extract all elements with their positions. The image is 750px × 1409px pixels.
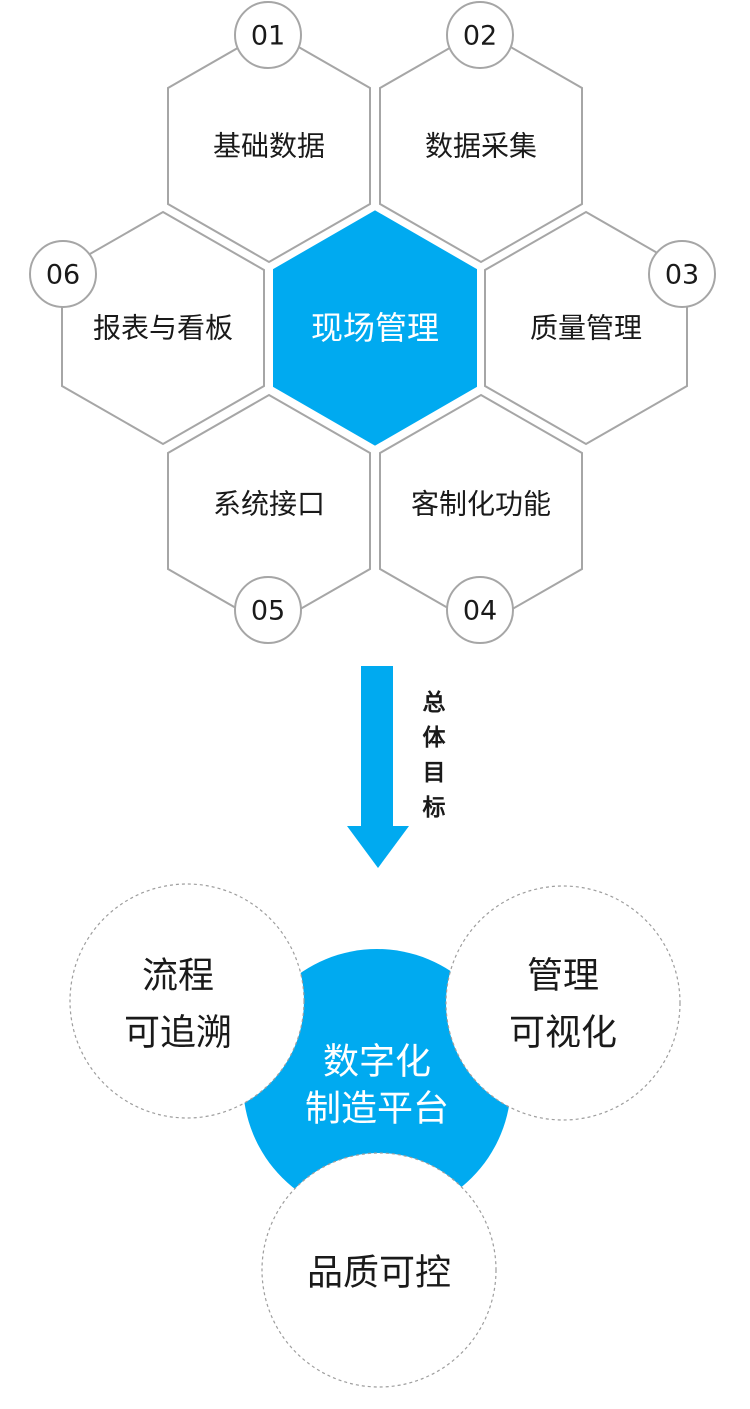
number-badge-03-text: 03 — [665, 260, 699, 291]
visual-management-circle — [446, 886, 680, 1120]
goal-char-4: 标 — [423, 795, 446, 821]
traceable-process-line1: 流程 — [142, 956, 214, 997]
visual-management-line1: 管理 — [527, 956, 599, 997]
number-badge-05: 05 — [235, 577, 301, 643]
platform-center-line1: 数字化 — [323, 1042, 431, 1083]
hex-reports-dashboards-label: 报表与看板 — [93, 312, 233, 345]
goal-char-1: 总 — [423, 689, 446, 716]
hex-quality-management: 质量管理 — [485, 212, 687, 444]
hex-data-collection-label: 数据采集 — [425, 130, 537, 163]
number-badge-01-text: 01 — [251, 21, 285, 52]
down-arrow-icon — [347, 666, 409, 868]
number-badge-04-text: 04 — [463, 596, 497, 627]
overall-goal-label: 总 体 目 标 — [423, 689, 447, 821]
number-badge-02-text: 02 — [463, 21, 497, 52]
number-badge-06-text: 06 — [46, 260, 80, 291]
traceable-process-line2: 可追溯 — [124, 1013, 232, 1054]
number-badge-02: 02 — [447, 2, 513, 68]
number-badge-01: 01 — [235, 2, 301, 68]
traceable-process-circle — [70, 884, 304, 1118]
number-badge-06: 06 — [30, 241, 96, 307]
visual-management-line2: 可视化 — [509, 1013, 617, 1054]
hex-site-management-label: 现场管理 — [311, 309, 439, 347]
hex-custom-functions-label: 客制化功能 — [411, 488, 551, 521]
goal-char-3: 目 — [423, 760, 446, 786]
goal-char-2: 体 — [423, 725, 447, 751]
hex-quality-management-label: 质量管理 — [530, 312, 642, 345]
hex-reports-dashboards: 报表与看板 — [62, 212, 264, 444]
quality-control-text: 品质可控 — [307, 1253, 451, 1294]
hex-system-interface-label: 系统接口 — [213, 488, 325, 521]
platform-center-line2: 制造平台 — [305, 1089, 449, 1130]
number-badge-04: 04 — [447, 577, 513, 643]
number-badge-03: 03 — [649, 241, 715, 307]
number-badge-05-text: 05 — [251, 596, 285, 627]
hex-basic-data-label: 基础数据 — [213, 130, 325, 163]
